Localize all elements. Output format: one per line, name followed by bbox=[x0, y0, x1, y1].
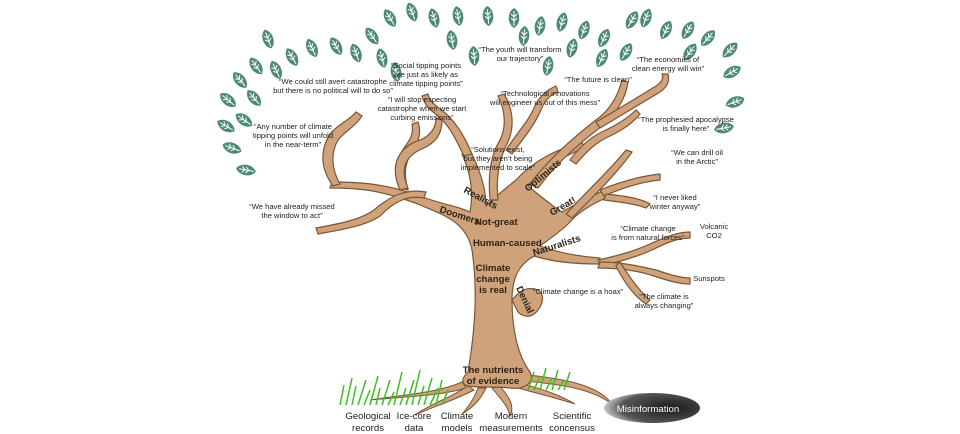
leaf-icon bbox=[553, 10, 571, 34]
grass-tufts bbox=[339, 367, 571, 406]
leaf-icon bbox=[720, 61, 744, 83]
leaf-icon bbox=[281, 45, 303, 69]
leaf-icon bbox=[656, 18, 676, 42]
leaf-icon bbox=[517, 25, 531, 47]
leaf-icon bbox=[243, 86, 265, 110]
leaf-icon bbox=[575, 18, 593, 42]
leaf-icon bbox=[302, 36, 322, 60]
leaf-icon bbox=[234, 162, 258, 178]
leaf-icon bbox=[259, 27, 277, 51]
quote-sunspots: Sunspots bbox=[693, 274, 725, 283]
climate-change-real-line-2: change bbox=[476, 274, 510, 285]
leaf-icon bbox=[361, 24, 383, 48]
tree-trunk bbox=[315, 73, 691, 389]
leaf-icon bbox=[718, 38, 742, 62]
leaf-icon bbox=[232, 109, 256, 131]
leaf-icon bbox=[563, 36, 581, 60]
leaf-icon bbox=[615, 40, 637, 64]
leaf-icon bbox=[229, 68, 251, 92]
leaf-icon bbox=[481, 5, 495, 27]
leaf-icon bbox=[373, 46, 391, 70]
leaf-icon bbox=[220, 139, 244, 157]
climate-change-real-line-3: is real bbox=[479, 285, 507, 296]
leaf-icon bbox=[677, 18, 699, 42]
human-caused-label: Human-caused bbox=[473, 238, 542, 249]
leaf-icon bbox=[723, 93, 747, 111]
leaf-icon bbox=[621, 8, 643, 32]
leaf-icon bbox=[403, 0, 421, 24]
leaf-icon bbox=[637, 6, 655, 30]
leaf-icon bbox=[697, 26, 719, 50]
leaf-icon bbox=[216, 89, 240, 111]
leaf-icon bbox=[592, 46, 612, 70]
misinformation-label: Misinformation bbox=[617, 404, 679, 415]
leaf-icon bbox=[444, 28, 460, 52]
leaf-icon bbox=[214, 115, 238, 137]
nutrients-line-2: of evidence bbox=[467, 376, 520, 387]
leaf-icon bbox=[245, 54, 267, 78]
misinformation-root: Misinformation bbox=[604, 393, 700, 423]
not-great-label: Not-great bbox=[475, 217, 518, 228]
leaf-icon bbox=[532, 14, 548, 38]
quote-future-clean: “The future is clean” bbox=[564, 75, 632, 84]
leaf-icon bbox=[325, 34, 347, 58]
leaf-icon bbox=[594, 26, 614, 50]
leaf-icon bbox=[508, 7, 520, 29]
nutrients-line-1: The nutrients bbox=[463, 365, 524, 376]
quote-hoax: “Climate change is a hoax” bbox=[533, 287, 624, 296]
leaf-icon bbox=[347, 41, 365, 65]
climate-change-real-line-1: Climate bbox=[476, 263, 511, 274]
leaf-icon bbox=[379, 6, 401, 30]
leaf-icon bbox=[450, 4, 466, 28]
leaf-icon bbox=[425, 6, 443, 30]
